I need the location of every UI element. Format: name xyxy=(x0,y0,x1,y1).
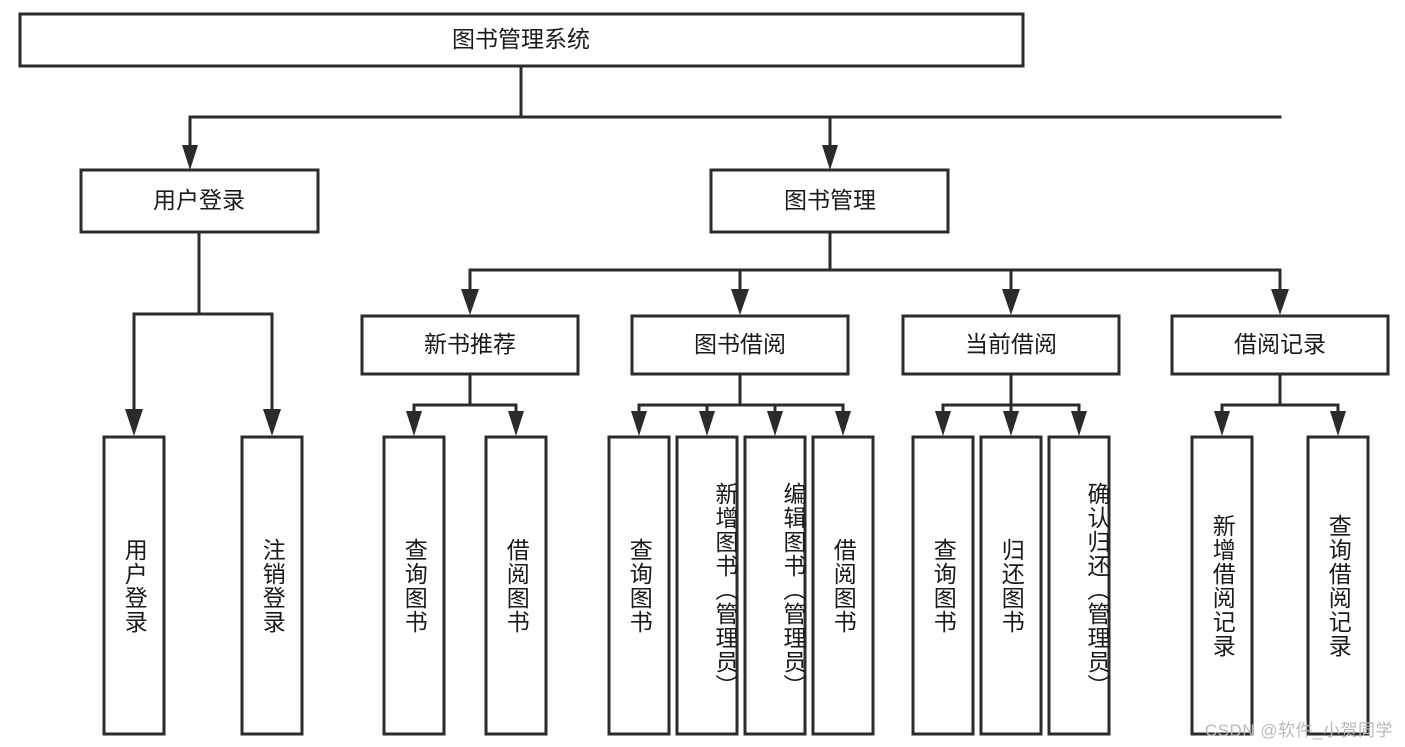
arrow-head-icon xyxy=(1003,411,1019,436)
leaf-node-confirm-return[interactable] xyxy=(1047,435,1111,736)
arrow-head-icon xyxy=(1002,289,1020,315)
arrow-head-icon xyxy=(835,411,851,436)
connector-userlogin-to-leaves xyxy=(125,230,281,436)
arrow-head-icon xyxy=(508,411,524,436)
connector-newbook-to-leaves xyxy=(406,372,524,436)
leaf-node-add-book[interactable] xyxy=(675,435,739,736)
connector-bookborrow-to-leaves xyxy=(631,372,851,436)
arrow-head-icon xyxy=(731,289,749,315)
connector-borrowrecord-to-leaves xyxy=(1214,372,1346,436)
leaf-node-borrow-book-1[interactable] xyxy=(484,435,548,736)
leaf-node-query-book-3[interactable] xyxy=(911,435,975,736)
arrow-head-icon xyxy=(1330,411,1346,436)
node-label: 当前借阅 xyxy=(965,331,1057,357)
arrow-head-icon xyxy=(1071,411,1087,436)
connector-currentborrow-to-leaves xyxy=(935,372,1087,436)
node-label: 图书管理 xyxy=(784,187,876,213)
arrow-head-icon xyxy=(263,409,281,436)
arrow-head-icon xyxy=(1214,411,1230,436)
arrow-head-icon xyxy=(699,411,715,436)
csdn-watermark: CSDN @软件_小贺同学 xyxy=(1204,721,1393,740)
leaf-node-edit-book[interactable] xyxy=(743,435,807,736)
leaf-node-query-book-1[interactable] xyxy=(382,435,446,736)
leaf-node-logout-login[interactable] xyxy=(240,435,304,736)
leaf-node-add-record[interactable] xyxy=(1190,435,1254,736)
arrow-head-icon xyxy=(631,411,647,436)
connector-bookmgmt-to-level3 xyxy=(461,230,1289,315)
node-label: 图书管理系统 xyxy=(452,26,590,52)
node-label: 用户登录 xyxy=(153,187,245,213)
node-book-management-system[interactable]: 图书管理系统 xyxy=(18,12,1025,68)
arrow-head-icon xyxy=(935,411,951,436)
leaf-node-return-book[interactable] xyxy=(979,435,1043,736)
leaf-node-user-login[interactable] xyxy=(102,435,166,736)
arrow-head-icon xyxy=(767,411,783,436)
arrow-head-icon xyxy=(822,145,838,170)
leaf-node-borrow-book-2[interactable] xyxy=(811,435,875,736)
leaf-node-query-book-2[interactable] xyxy=(607,435,671,736)
node-book-borrow[interactable]: 图书借阅 xyxy=(630,314,850,376)
node-user-login[interactable]: 用户登录 xyxy=(79,168,320,234)
connector-root-to-level2 xyxy=(182,64,1282,170)
node-label: 新书推荐 xyxy=(424,331,516,357)
node-new-book-recommend[interactable]: 新书推荐 xyxy=(360,314,580,376)
node-label: 图书借阅 xyxy=(694,331,786,357)
arrow-head-icon xyxy=(461,289,479,315)
node-borrow-record[interactable]: 借阅记录 xyxy=(1170,314,1390,376)
arrow-head-icon xyxy=(1271,289,1289,315)
node-book-management[interactable]: 图书管理 xyxy=(709,168,950,234)
arrow-head-icon xyxy=(182,145,198,170)
leaf-node-query-record[interactable] xyxy=(1306,435,1370,736)
node-current-borrow[interactable]: 当前借阅 xyxy=(901,314,1121,376)
node-label: 借阅记录 xyxy=(1234,331,1326,357)
arrow-head-icon xyxy=(125,409,143,436)
arrow-head-icon xyxy=(406,411,422,436)
